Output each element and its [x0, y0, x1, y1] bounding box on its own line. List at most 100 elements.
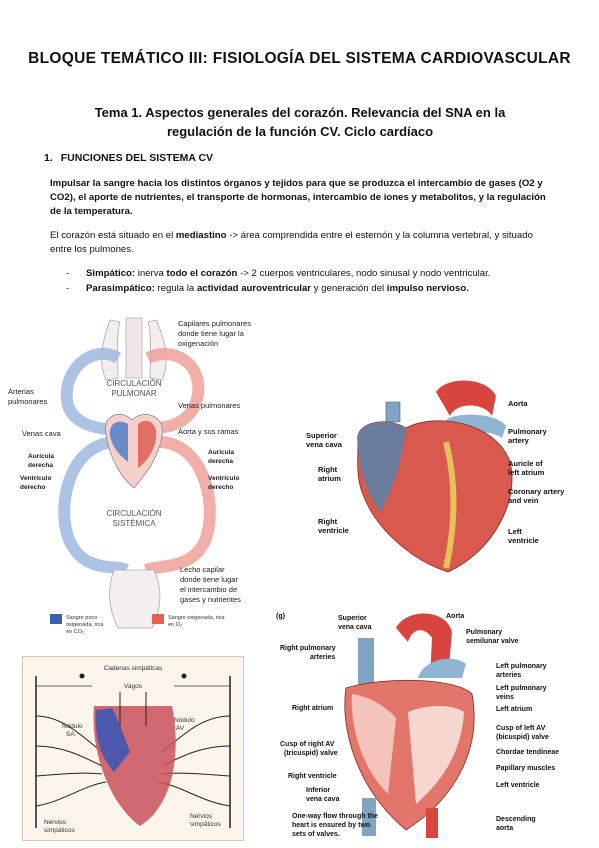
- lecho-label-1: Lecho capilar: [180, 565, 225, 574]
- pulmonary-artery-loop: [60, 348, 125, 436]
- ext-ra-label-1: Right: [318, 465, 338, 474]
- parasimpatico-bold-1: actividad auroventricular: [196, 283, 312, 294]
- auricula-left-label-1: Aurícula: [208, 449, 234, 456]
- nodulo-sa-label-1: Nódulo: [62, 723, 83, 730]
- sec-svc-label-1: Superior: [338, 615, 367, 622]
- ext-svc-label-1: Superior: [306, 431, 337, 440]
- circ-pulmonar-label-2: PULMONAR: [111, 389, 157, 398]
- venas-pulmonares-label: Venas pulmonares: [178, 401, 240, 410]
- cadenas-label: Cadenas simpáticas: [104, 665, 163, 672]
- ext-rv-label-2: ventricle: [318, 526, 349, 535]
- sec-chordae-label: Chordae tendineae: [496, 749, 559, 756]
- ext-pa-label-1: Pulmonary: [508, 427, 548, 436]
- ext-coronary-label-2: and vein: [508, 496, 539, 505]
- heart-section-figure: (g) Superior vena cava Aorta Right pulmo…: [276, 608, 576, 843]
- ventriculo-left-label-1: Ventrículo: [208, 475, 239, 482]
- lecho-label-3: el intercambio de: [180, 585, 237, 594]
- sec-cusp-left-label-1: Cusp of left AV: [496, 725, 546, 732]
- bullet-dash: -: [66, 283, 70, 294]
- ext-auricle-label-2: left atrium: [508, 468, 545, 477]
- right-atrium-shape: [357, 421, 406, 512]
- aorta-ramas-label: Aorta y sus ramas: [178, 427, 239, 436]
- topic-subtitle: Tema 1. Aspectos generales del corazón. …: [70, 103, 530, 141]
- functions-paragraph: Impulsar la sangre hacia los distintos ó…: [50, 178, 546, 217]
- ext-lv-label-2: ventricle: [508, 536, 539, 545]
- arterias-label-2: pulmonares: [8, 397, 47, 406]
- lecho-label-2: donde tiene lugar: [180, 575, 238, 584]
- parasimpatico-bold-2: impulso nervioso.: [386, 283, 469, 294]
- sec-ra-label: Right atrium: [292, 705, 333, 712]
- sec-svc-shape: [358, 638, 374, 688]
- ext-rv-label-1: Right: [318, 517, 338, 526]
- circ-pulmonar-label-1: CIRCULACIÓN: [106, 379, 161, 388]
- aortic-arch-shape: [436, 380, 496, 416]
- sec-oneway-label-1: One-way flow through the: [292, 813, 378, 820]
- ventriculo-right-label-1: Ventrículo: [20, 475, 51, 482]
- location-text-c: -> área comprendida entre el esternón y …: [50, 230, 533, 255]
- section-title: FUNCIONES DEL SISTEMA CV: [60, 152, 214, 164]
- coronary-vessel-shape: [443, 441, 457, 569]
- nervios-left-label-1: Nervios: [44, 819, 67, 826]
- venas-cava-label: Venas cava: [22, 429, 62, 438]
- sec-oneway-label-3: sets of valves.: [292, 831, 340, 838]
- nervios-right-label-1: Nervios: [190, 813, 213, 820]
- simpatico-term: Simpático:: [86, 268, 136, 279]
- sec-papillary-label: Papillary muscles: [496, 765, 555, 772]
- sec-lpa-label-2: arteries: [496, 672, 521, 679]
- legend-red-1: Sangre oxigenada, rica: [168, 615, 226, 621]
- sec-la-label: Left atrium: [496, 706, 532, 713]
- simpatico-bold: todo el corazón: [166, 268, 238, 279]
- sec-lv-label: Left ventricle: [496, 782, 540, 789]
- heart-external-diagram: Superior vena cava Right atrium Right ve…: [306, 380, 565, 573]
- nodulo-av-label-1: Nódulo: [174, 717, 195, 724]
- parasimpatico-term: Parasimpático:: [86, 283, 155, 294]
- auricula-right-label-1: Aurícula: [28, 453, 54, 460]
- ext-ra-label-2: atrium: [318, 474, 341, 483]
- sec-pa-shape: [418, 658, 466, 678]
- capilares-label-3: oxigenación: [178, 339, 218, 348]
- bullet-dash: -: [66, 268, 70, 279]
- heart-section-diagram: (g) Superior vena cava Aorta Right pulmo…: [276, 613, 559, 838]
- location-text-a: El corazón está situado en el: [50, 230, 176, 241]
- ventriculo-left-label-2: derecho: [208, 484, 233, 491]
- sec-desc-aorta-label-2: aorta: [496, 825, 513, 832]
- mediastino-term: mediastino: [175, 230, 227, 241]
- ext-lv-label-1: Left: [508, 527, 522, 536]
- ext-pa-label-2: artery: [508, 436, 530, 445]
- auricula-left-label-2: derecha: [208, 458, 233, 465]
- svc-shape: [385, 401, 401, 423]
- nerves-figure: Cadenas simpáticas Vagos Nódulo SA Nódul…: [22, 656, 244, 841]
- subtitle-line-1: Tema 1. Aspectos generales del corazón. …: [94, 105, 506, 120]
- vagos-label: Vagos: [124, 683, 143, 690]
- circulation-figure: Capilares pulmonares donde tiene lugar l…: [6, 312, 274, 642]
- simpatico-text-post: -> 2 cuerpos ventriculares, nodo sinusal…: [237, 268, 491, 279]
- pulmonary-vein-loop: [145, 348, 205, 434]
- nervios-right-label-2: simpáticos: [190, 821, 221, 828]
- sec-lpv-label-1: Left pulmonary: [496, 685, 547, 692]
- ext-svc-label-2: vena cava: [306, 440, 343, 449]
- legend-swatch-blue: [50, 614, 62, 624]
- capilares-label-2: donde tiene lugar la: [178, 329, 245, 338]
- sec-lpa-label-1: Left pulmonary: [496, 663, 547, 670]
- sec-ivc-label-1: Inferior: [306, 787, 330, 794]
- legend-swatch-red: [152, 614, 164, 624]
- page-title: BLOQUE TEMÁTICO III: FISIOLOGÍA DEL SIST…: [28, 50, 571, 67]
- circ-sistemica-label-2: SISTÉMICA: [112, 519, 156, 528]
- innervation-list: - Simpático: inerva todo el corazón -> 2…: [66, 266, 566, 296]
- sec-pulm-valve-label-2: semilunar valve: [466, 638, 519, 645]
- circulation-diagram: Capilares pulmonares donde tiene lugar l…: [8, 317, 251, 635]
- sec-rpa-label-2: arteries: [310, 654, 335, 661]
- legend-red-2: en O₂: [168, 622, 182, 628]
- location-paragraph: El corazón está situado en el mediastino…: [50, 229, 555, 257]
- sec-svc-label-2: vena cava: [338, 624, 372, 631]
- sec-ivc-shape: [362, 798, 376, 836]
- section-heading: 1.FUNCIONES DEL SISTEMA CV: [44, 152, 213, 164]
- subtitle-line-2: regulación de la función CV. Ciclo cardí…: [166, 124, 434, 139]
- ventriculo-right-label-2: derecho: [20, 484, 45, 491]
- sec-rpa-label-1: Right pulmonary: [280, 645, 336, 652]
- sec-rv-label: Right ventricle: [288, 773, 337, 780]
- sec-pulm-valve-label-1: Pulmonary: [466, 629, 502, 636]
- sec-desc-aorta-label-1: Descending: [496, 816, 536, 823]
- legend-blue-2: oxigenada, rica: [66, 622, 104, 628]
- sec-descending-aorta-shape: [426, 808, 438, 838]
